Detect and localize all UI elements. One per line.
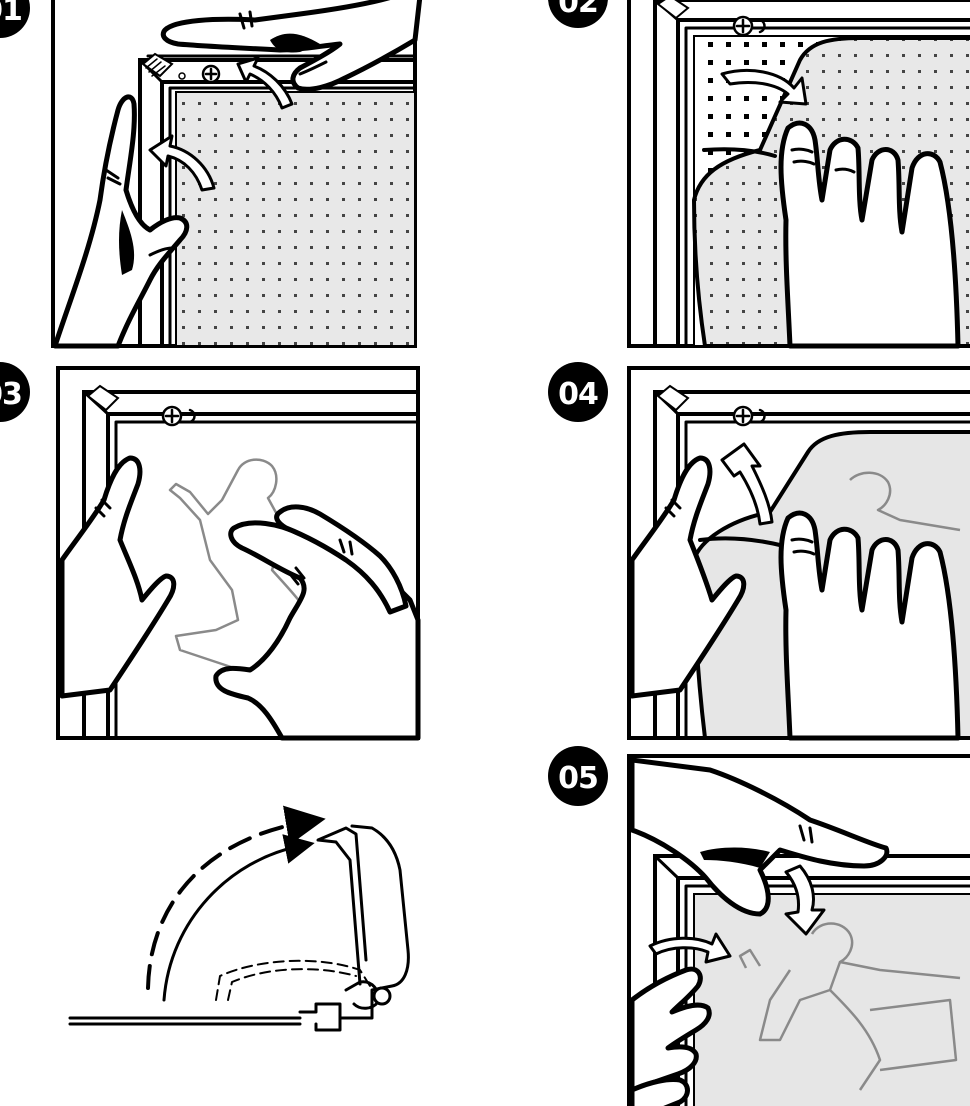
- frame-profile-diagram: [68, 805, 410, 1032]
- plus-screw-icon: [732, 405, 754, 427]
- top-hand: [629, 757, 890, 917]
- left-hand: [629, 455, 747, 699]
- poster-figure: [738, 922, 961, 1091]
- step-badge-05: 05: [558, 761, 598, 796]
- peeling-hand: [778, 120, 961, 349]
- step-badge-03: 03: [0, 377, 22, 412]
- step-05-panel: 05: [548, 746, 970, 1106]
- plus-screw-icon: [201, 64, 221, 84]
- poster-panel: [693, 893, 970, 1106]
- top-hand: [160, 0, 423, 92]
- peeling-hand: [778, 510, 961, 741]
- curved-arrow-icon: [648, 932, 732, 964]
- left-hand: [52, 94, 190, 349]
- bottom-hand: [629, 966, 712, 1106]
- curved-arrow-icon: [720, 442, 774, 526]
- plus-screw-icon: [732, 15, 754, 37]
- step-badge-04: 04: [558, 377, 598, 412]
- curved-arrow-icon: [148, 134, 216, 192]
- smoothing-hands: [59, 455, 421, 741]
- step-badge-01: 01: [0, 0, 22, 28]
- step-02-panel: 02: [548, 0, 970, 349]
- plus-screw-icon: [161, 405, 183, 427]
- curved-arrow-icon: [784, 864, 826, 936]
- snap-frame-corner: [138, 52, 417, 348]
- poster-panel: [175, 91, 416, 347]
- step-01-panel: 01: [0, 0, 423, 349]
- step-04-panel: 04: [548, 362, 970, 741]
- curved-arrow-icon: [720, 69, 808, 106]
- curved-arrow-icon: [236, 56, 294, 110]
- step-03-panel: 03: [0, 362, 421, 741]
- step-badge-02: 02: [558, 0, 598, 20]
